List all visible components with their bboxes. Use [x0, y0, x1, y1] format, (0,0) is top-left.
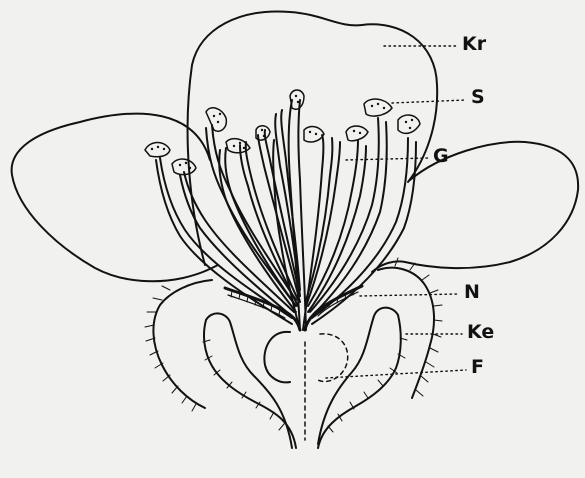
anther-9 [364, 99, 392, 116]
leader-n [360, 294, 458, 296]
leader-f [326, 370, 466, 378]
right-sepal [378, 268, 434, 398]
label-s: S [471, 88, 485, 107]
top-petal [188, 11, 438, 265]
ovary-left [264, 332, 290, 383]
label-n: N [464, 283, 480, 302]
label-f: F [471, 358, 484, 377]
ovary-right-dashed [318, 334, 348, 382]
label-ke: Ke [467, 323, 494, 342]
anther-3 [206, 108, 226, 132]
cup-left-arm [204, 320, 296, 448]
anther-8 [346, 126, 368, 141]
cup-right-hair [328, 338, 407, 432]
anther-1 [145, 143, 170, 157]
filament-r2 [308, 140, 358, 306]
anther-10 [398, 115, 420, 133]
anther-7 [304, 127, 324, 142]
label-g: G [433, 147, 449, 166]
cup-left-hair [203, 340, 284, 430]
left-sepal-hair [145, 286, 196, 411]
right-petal [372, 142, 578, 272]
leader-s [392, 100, 466, 103]
label-kr: Kr [462, 35, 486, 54]
left-sepal [153, 280, 212, 408]
